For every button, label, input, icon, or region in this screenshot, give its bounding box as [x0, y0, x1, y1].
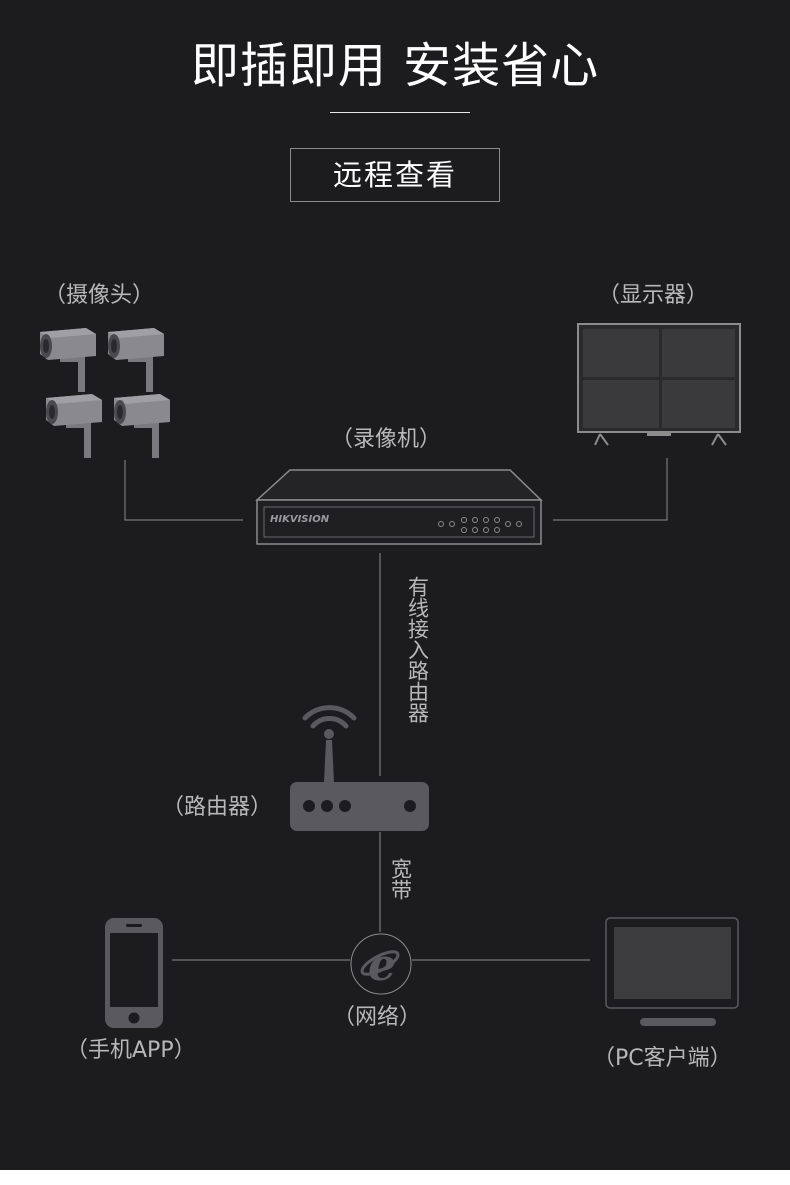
phone-label: （手机APP）	[66, 1038, 196, 1063]
line-monitor-nvr	[553, 458, 668, 521]
quad-monitor-icon	[577, 323, 741, 446]
wifi-router-icon	[290, 705, 429, 831]
cctv-camera-icon	[40, 328, 170, 458]
line-camera-nvr	[124, 460, 243, 521]
nvr-router-link-label: 有线接入路由器	[405, 576, 430, 723]
section-subtitle: 远程查看	[290, 148, 500, 202]
monitor-label: （显示器）	[598, 283, 709, 308]
page-title: 即插即用 安装省心	[190, 38, 600, 94]
router-label: （路由器）	[162, 795, 273, 820]
nvr-label: （录像机）	[331, 427, 442, 452]
network-label: （网络）	[333, 1005, 422, 1030]
connection-lines	[124, 458, 668, 961]
internet-explorer-icon: e	[350, 933, 412, 995]
pc-label: （PC客户端）	[593, 1046, 732, 1071]
smartphone-icon	[105, 918, 163, 1028]
pc-monitor-icon	[605, 917, 739, 1026]
nvr-recorder-icon: HIKVISION	[255, 469, 543, 545]
camera-label: （摄像头）	[44, 283, 155, 308]
nvr-brand-text: HIKVISION	[270, 514, 330, 525]
title-divider	[330, 112, 470, 113]
router-network-link-label: 宽带	[388, 858, 413, 900]
